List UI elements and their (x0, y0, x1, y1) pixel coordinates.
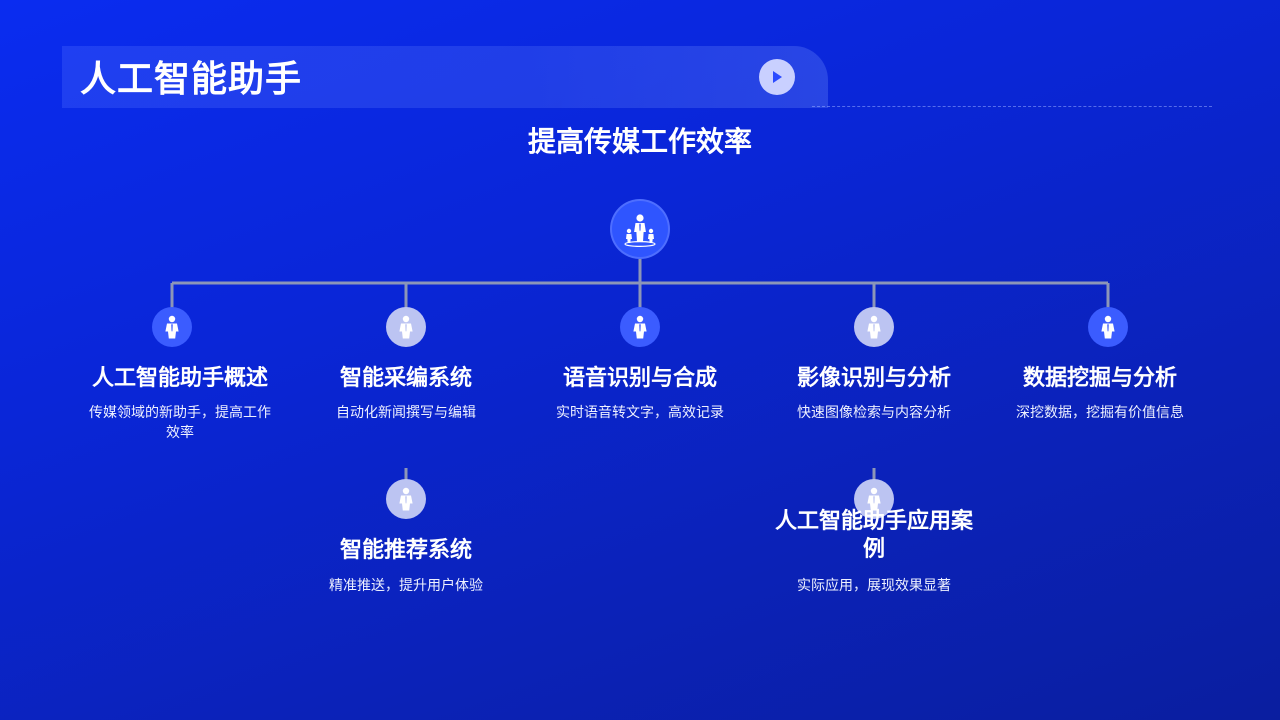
diagram-title: 提高传媒工作效率 (527, 125, 752, 158)
header-divider (812, 106, 1212, 107)
node-desc-overview: 传媒领域的新助手，提高工作效率 (89, 405, 271, 441)
node-desc-cases: 实际应用，展现效果显著 (797, 578, 951, 594)
team-leader-icon (624, 214, 656, 247)
node-icon-overview (152, 307, 192, 347)
page-title: 人工智能助手 (80, 59, 303, 100)
node-title-recommend: 智能推荐系统 (339, 538, 472, 563)
person-icon (399, 487, 413, 511)
node-desc-recommend: 精准推送，提升用户体验 (329, 578, 483, 594)
node-title-cases: 人工智能助手应用案例 (774, 509, 973, 562)
play-button[interactable] (759, 59, 795, 95)
node-title-speech: 语音识别与合成 (562, 366, 717, 391)
person-icon (165, 315, 179, 339)
node-desc-speech: 实时语音转文字，高效记录 (556, 405, 724, 421)
root-node (610, 199, 670, 259)
node-icon-cases (854, 479, 894, 519)
node-icon-editing (386, 307, 426, 347)
node-title-image: 影像识别与分析 (796, 366, 951, 391)
node-icon-data (1088, 307, 1128, 347)
play-icon (773, 71, 782, 83)
header-bar (62, 46, 828, 108)
node-title-overview: 人工智能助手概述 (91, 366, 268, 391)
node-title-data: 数据挖掘与分析 (1022, 366, 1177, 391)
node-title-editing: 智能采编系统 (339, 366, 472, 391)
node-desc-data: 深挖数据，挖掘有价值信息 (1016, 405, 1184, 421)
person-icon (633, 315, 647, 339)
node-desc-editing: 自动化新闻撰写与编辑 (336, 405, 476, 421)
person-icon (399, 315, 413, 339)
node-icon-recommend (386, 479, 426, 519)
node-desc-image: 快速图像检索与内容分析 (797, 405, 951, 421)
person-icon (867, 315, 881, 339)
node-icon-image (854, 307, 894, 347)
person-icon (867, 487, 881, 511)
node-icon-speech (620, 307, 660, 347)
person-icon (1101, 315, 1115, 339)
